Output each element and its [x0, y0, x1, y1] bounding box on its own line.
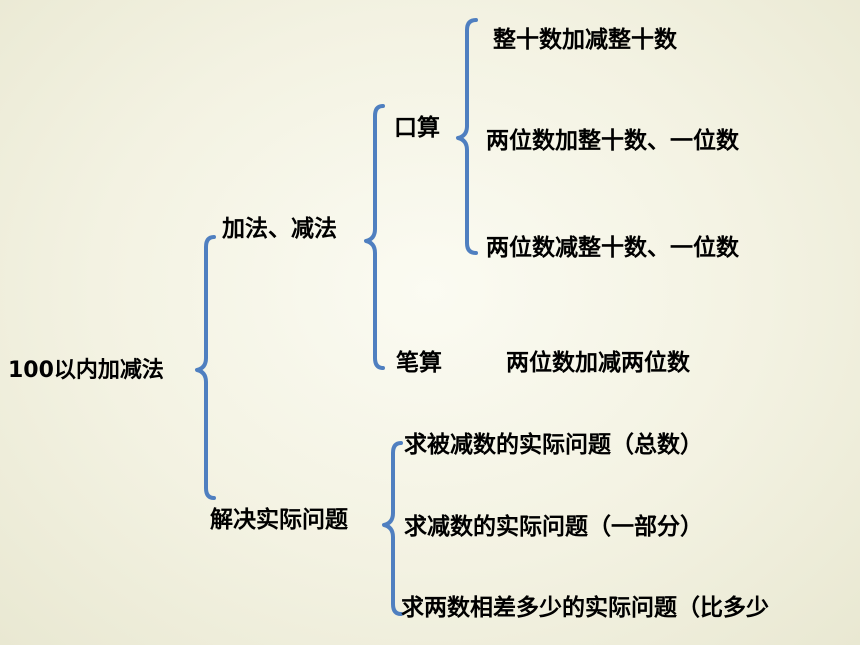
add-sub-label: 加法、减法 [222, 216, 337, 242]
problem-item-1: 求被减数的实际问题（总数） [404, 432, 703, 458]
written-item: 两位数加减两位数 [506, 350, 690, 376]
word-problems-label: 解决实际问题 [210, 507, 348, 533]
problem-item-2: 求减数的实际问题（一部分） [404, 514, 703, 540]
problem-item-3: 求两数相差多少的实际问题（比多少 [401, 595, 769, 621]
mental-brace [456, 18, 478, 255]
written-calc-label: 笔算 [396, 350, 442, 376]
mental-item-2: 两位数加整十数、一位数 [486, 128, 739, 154]
root-label: 100以内加减法 [8, 358, 164, 383]
mental-item-3: 两位数减整十数、一位数 [486, 235, 739, 261]
root-brace [195, 235, 216, 500]
mental-calc-label: 口算 [394, 115, 440, 141]
problem-brace [382, 441, 403, 616]
add-sub-brace [364, 104, 385, 370]
mental-item-1: 整十数加减整十数 [493, 27, 677, 53]
